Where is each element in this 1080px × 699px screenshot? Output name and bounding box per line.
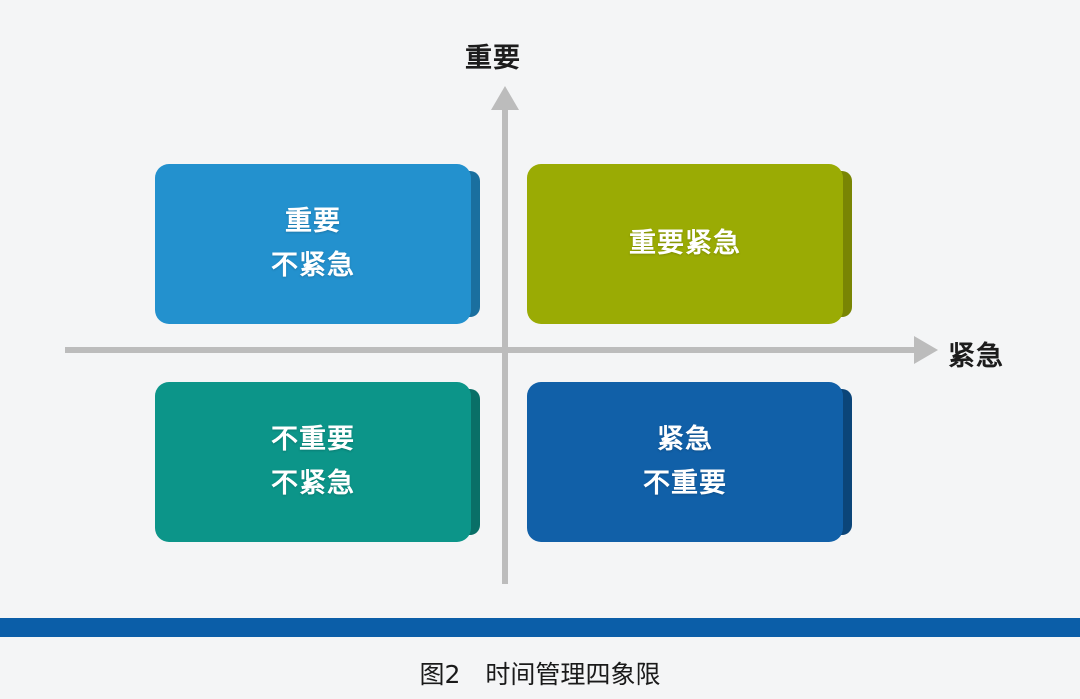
quadrant-label-group: 重要 不紧急 bbox=[271, 200, 355, 287]
quadrant-face bbox=[155, 382, 471, 542]
quadrant-face bbox=[527, 164, 843, 324]
quadrant-label-line-2: 不重要 bbox=[643, 468, 727, 498]
quadrant-important-not-urgent[interactable]: 重要 不紧急 bbox=[155, 164, 480, 324]
right-arrow-icon bbox=[914, 336, 938, 364]
horizontal-axis-label: 紧急 bbox=[948, 341, 1004, 371]
quadrant-label-line-1: 紧急 bbox=[657, 424, 713, 455]
figure-caption: 图2 时间管理四象限 bbox=[419, 660, 661, 689]
quadrant-not-important-not-urgent[interactable]: 不重要 不紧急 bbox=[155, 382, 480, 542]
figure-canvas: 重要 紧急 重要 不紧急 重要紧急 不重要 不紧急 紧急 不重要 bbox=[65, 43, 1004, 584]
quadrant-label-line-1: 重要 bbox=[285, 206, 341, 237]
quadrant-label-group: 不重要 不紧急 bbox=[271, 418, 355, 505]
vertical-axis-line bbox=[502, 104, 508, 584]
quadrant-label-line-2: 不紧急 bbox=[271, 250, 355, 280]
quadrant-label-line-1: 不重要 bbox=[271, 424, 355, 455]
quadrant-label-group: 重要紧急 bbox=[629, 222, 741, 266]
quadrant-label-group: 紧急 不重要 bbox=[643, 418, 727, 505]
quadrant-label-line-1: 重要紧急 bbox=[629, 228, 741, 259]
horizontal-axis-line bbox=[65, 347, 918, 353]
quadrant-face bbox=[155, 164, 471, 324]
quadrant-urgent-not-important[interactable]: 紧急 不重要 bbox=[527, 382, 852, 542]
up-arrow-icon bbox=[491, 86, 519, 110]
vertical-axis-label: 重要 bbox=[465, 43, 521, 73]
quadrant-important-urgent[interactable]: 重要紧急 bbox=[527, 164, 852, 324]
bottom-rule bbox=[0, 618, 1080, 637]
quadrant-label-line-2: 不紧急 bbox=[271, 468, 355, 498]
quadrant-face bbox=[527, 382, 843, 542]
